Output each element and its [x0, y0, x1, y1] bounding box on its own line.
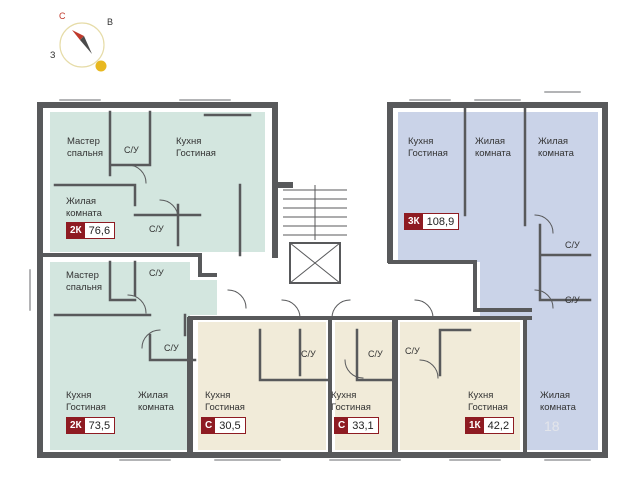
compass-east-label: В	[107, 17, 114, 27]
room-label-kitchen-bottom-left: Кухня Гостиная	[66, 390, 106, 413]
compass-ring	[59, 22, 105, 68]
compass-west-label: З	[50, 50, 56, 60]
apartment-type: 1К	[466, 418, 484, 433]
room-label-living-3k-1: Жилая комната	[475, 136, 511, 159]
apartment-badge-1k-42[interactable]: 1К 42,2	[465, 417, 515, 434]
watermark-text: 18	[544, 418, 560, 434]
room-label-kitchen-studio-1: Кухня Гостиная	[205, 390, 245, 413]
left-mid-wall	[38, 253, 217, 277]
compass-north-label: С	[59, 11, 66, 21]
apartment-area: 30,5	[219, 419, 241, 432]
compass-needle-north	[72, 30, 84, 40]
room-label-living-bottom-left: Жилая комната	[138, 390, 174, 413]
apartment-badge-2k-76[interactable]: 2К 76,6	[66, 222, 116, 239]
apartment-area: 108,9	[426, 215, 455, 228]
bathroom-label: С/У	[124, 145, 139, 155]
bathroom-label: С/У	[565, 240, 580, 250]
apt-3k-bottom-fill	[527, 310, 598, 450]
right-mid-wall	[388, 260, 532, 312]
bathroom-label: С/У	[149, 224, 164, 234]
apartment-badge-2k-73[interactable]: 2К 73,5	[66, 417, 116, 434]
apartment-area: 33,1	[352, 419, 374, 432]
room-label-master-bedroom-top: Мастер спальня	[67, 136, 104, 159]
interior-partitions	[53, 103, 592, 382]
bathroom-label: С/У	[565, 295, 580, 305]
door-arcs	[127, 164, 554, 379]
bathroom-label: С/У	[405, 346, 420, 356]
room-label-kitchen-3k: Кухня Гостиная	[408, 136, 448, 159]
windows	[29, 91, 591, 461]
room-label-living-3k-3: Жилая комната	[540, 390, 576, 413]
elevator-shaft	[289, 242, 341, 284]
room-label-living-top-left: Жилая комната	[66, 196, 102, 219]
room-label-master-bedroom-bottom: Мастер спальня	[66, 270, 103, 293]
apartment-badge-s-30[interactable]: С 30,5	[201, 417, 246, 434]
apartment-badge-s-33[interactable]: С 33,1	[334, 417, 379, 434]
bathroom-label: С/У	[149, 268, 164, 278]
bathroom-label: С/У	[368, 349, 383, 359]
sun-icon	[95, 60, 107, 72]
apartment-type: С	[202, 418, 216, 433]
apartment-area: 42,2	[487, 419, 510, 432]
elevator-cross-b	[289, 242, 341, 284]
bathroom-label: С/У	[164, 343, 179, 353]
apartment-type: 3К	[405, 214, 423, 229]
room-label-kitchen-1k: Кухня Гостиная	[468, 390, 508, 413]
room-label-kitchen-top-left: Кухня Гостиная	[176, 136, 216, 159]
room-label-kitchen-studio-2: Кухня Гостиная	[331, 390, 371, 413]
apartment-area: 76,6	[88, 224, 111, 237]
apt-2k-bottom-ext-fill	[185, 280, 217, 315]
compass-needle-south	[80, 36, 92, 54]
stairs	[283, 185, 347, 240]
bathroom-label: С/У	[301, 349, 316, 359]
apartment-type: 2К	[67, 223, 85, 238]
apartment-badge-3k-108[interactable]: 3К 108,9	[404, 213, 460, 230]
apt-3k-fill	[398, 112, 598, 262]
room-label-living-3k-2: Жилая комната	[538, 136, 574, 159]
apartment-area: 73,5	[88, 419, 111, 432]
compass	[59, 22, 107, 72]
apartment-type: 2К	[67, 418, 85, 433]
apartment-type: С	[335, 418, 349, 433]
